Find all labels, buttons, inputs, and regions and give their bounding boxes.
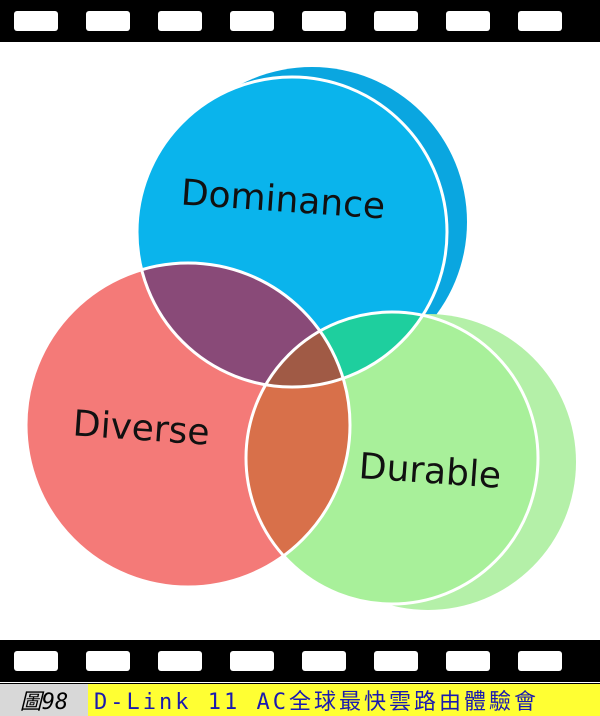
sprocket-hole	[302, 651, 346, 671]
sprocket-hole	[446, 651, 490, 671]
sprocket-hole	[374, 11, 418, 31]
label-durable: Durable	[358, 446, 503, 497]
caption-bar: 圖98 D-Link 11 AC全球最快雲路由體驗會	[0, 683, 600, 716]
sprocket-hole	[86, 11, 130, 31]
sprocket-hole	[230, 651, 274, 671]
caption-title: D-Link 11 AC全球最快雲路由體驗會	[88, 684, 600, 716]
sprocket-hole	[86, 651, 130, 671]
sprocket-hole	[14, 11, 58, 31]
sprocket-hole	[374, 651, 418, 671]
venn-diagram: Dominance Diverse Durable	[24, 67, 576, 610]
sprocket-hole	[158, 651, 202, 671]
sprocket-hole	[230, 11, 274, 31]
film-strip-top	[0, 0, 600, 42]
sprocket-hole	[302, 11, 346, 31]
label-diverse: Diverse	[72, 403, 211, 453]
sprocket-hole	[158, 11, 202, 31]
dominance-diverse-overlap	[137, 263, 350, 387]
sprocket-hole	[518, 651, 562, 671]
sprocket-hole	[446, 11, 490, 31]
film-strip-bottom	[0, 640, 600, 682]
figure-number: 圖98	[0, 684, 88, 716]
sprocket-hole	[14, 651, 58, 671]
sprocket-hole	[518, 11, 562, 31]
